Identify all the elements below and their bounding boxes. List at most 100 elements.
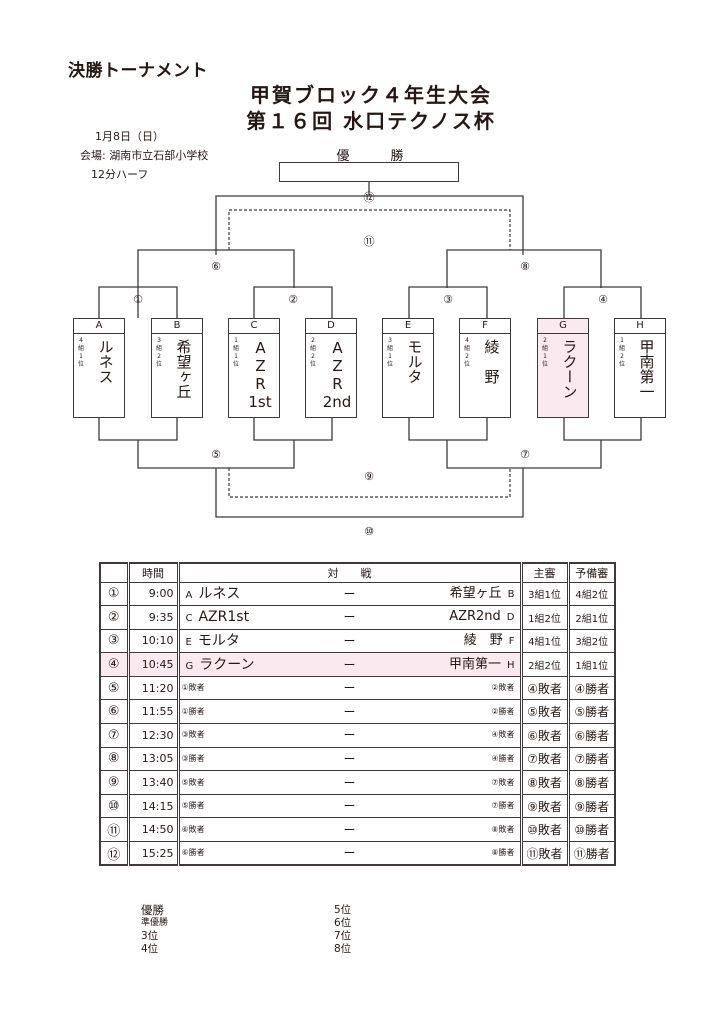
left-team-name: ⑥敗者 xyxy=(181,824,205,834)
match-time: 14:50 xyxy=(127,817,180,843)
match-label-9: ⑨ xyxy=(364,470,374,483)
left-team-letter: A xyxy=(185,589,193,601)
left-team: ①勝者 xyxy=(182,701,205,723)
schedule-header-row: 時間 対 戦 主審 予備審 xyxy=(99,562,616,583)
match-number: ⑥ xyxy=(99,699,130,725)
versus-dash: ー xyxy=(343,704,356,719)
champion-box xyxy=(279,162,459,182)
match-label-6: ⑥ xyxy=(211,260,221,273)
right-team-name: ④敗者 xyxy=(491,730,515,740)
match-number: ⑦ xyxy=(99,723,130,748)
match-number: ⑤ xyxy=(99,675,130,701)
referee: 2組2位 xyxy=(519,652,569,677)
header-time: 時間 xyxy=(127,562,180,583)
final-bracket xyxy=(215,195,524,255)
document-type-heading: 決勝トーナメント xyxy=(68,61,208,81)
referee: ⑨敗者 xyxy=(519,793,569,819)
standing-7th: 7位 xyxy=(334,930,352,942)
match-time: 9:35 xyxy=(127,605,180,630)
right-team-name: ⑧敗者 xyxy=(491,824,515,834)
match-time: 9:00 xyxy=(127,581,180,607)
left-team-letter: C xyxy=(185,613,193,625)
referee: ⑦敗者 xyxy=(519,746,569,772)
standings-right: 5位 6位 7位 8位 xyxy=(334,904,351,956)
match-time: 13:05 xyxy=(127,746,180,772)
left-team-name: ①勝者 xyxy=(181,706,205,716)
r1-bracket-4 xyxy=(563,286,642,318)
left-team-letter: G xyxy=(185,660,194,672)
referee: ⑩敗者 xyxy=(519,817,569,843)
right-team-name: 希望ヶ丘 xyxy=(449,585,502,601)
reserve-referee: 3組2位 xyxy=(566,628,616,654)
header-match: 対 戦 xyxy=(177,562,522,583)
match-number: ⑫ xyxy=(99,841,130,866)
right-team: ⑧敗者 xyxy=(491,819,514,841)
match-label-5: ⑤ xyxy=(211,448,221,461)
standing-5th: 5位 xyxy=(334,904,352,916)
right-team-name: AZR2nd xyxy=(449,609,501,625)
left-team-name: ⑥勝者 xyxy=(181,848,205,858)
standing-4th: 4位 xyxy=(141,943,159,955)
r1-bracket-1 xyxy=(98,286,178,318)
versus-dash: ー xyxy=(343,751,356,766)
team-letter: C xyxy=(229,319,279,334)
left-team-name: ルネス xyxy=(198,585,241,602)
match-cell: ③敗者 ー ④敗者 xyxy=(177,723,522,748)
match-number: ⑪ xyxy=(99,817,130,843)
right-team: ⑦敗者 xyxy=(491,772,514,794)
left-team: ③敗者 xyxy=(182,724,205,746)
team-letter: B xyxy=(152,319,202,334)
match-number: ④ xyxy=(99,652,130,677)
left-team: ③勝者 xyxy=(182,748,205,770)
match-label-7: ⑦ xyxy=(520,448,530,461)
team-name: ルネス xyxy=(96,339,115,384)
left-team: A ルネス xyxy=(186,583,241,607)
match-label-11: ⑪ xyxy=(364,235,375,248)
referee: ⑤敗者 xyxy=(519,699,569,725)
right-team-letter: B xyxy=(507,588,515,600)
semi-left-bracket xyxy=(137,249,295,318)
right-team-name: ⑧勝者 xyxy=(491,848,515,858)
referee: ⑧敗者 xyxy=(519,770,569,795)
cons-right-bracket xyxy=(446,440,602,469)
reserve-referee: ⑤勝者 xyxy=(566,699,616,725)
versus-dash: ー xyxy=(343,822,356,837)
match-number: ② xyxy=(99,605,130,630)
reserve-referee: ⑥勝者 xyxy=(566,723,616,748)
reserve-referee: ⑨勝者 xyxy=(566,793,616,819)
tournament-subtitle: 第１６回 水口テクノス杯 xyxy=(246,109,496,133)
match-label-12: ⑫ xyxy=(364,191,375,204)
team-letter: H xyxy=(615,319,665,334)
match-time: 10:45 xyxy=(127,652,180,677)
team-letter: E xyxy=(383,319,433,334)
match-time: 10:10 xyxy=(127,628,180,654)
team-name: モルタ xyxy=(405,339,424,384)
match-time: 11:55 xyxy=(127,699,180,725)
left-team-name: ⑤敗者 xyxy=(181,777,205,787)
match-number: ⑧ xyxy=(99,746,130,772)
team-letter: D xyxy=(306,319,356,334)
left-team-name: モルタ xyxy=(197,632,240,649)
versus-dash: ー xyxy=(343,728,356,743)
right-team-name: 綾 野 xyxy=(463,632,503,648)
right-team-letter: F xyxy=(508,635,515,647)
match-format: 12分ハーフ xyxy=(91,168,149,181)
